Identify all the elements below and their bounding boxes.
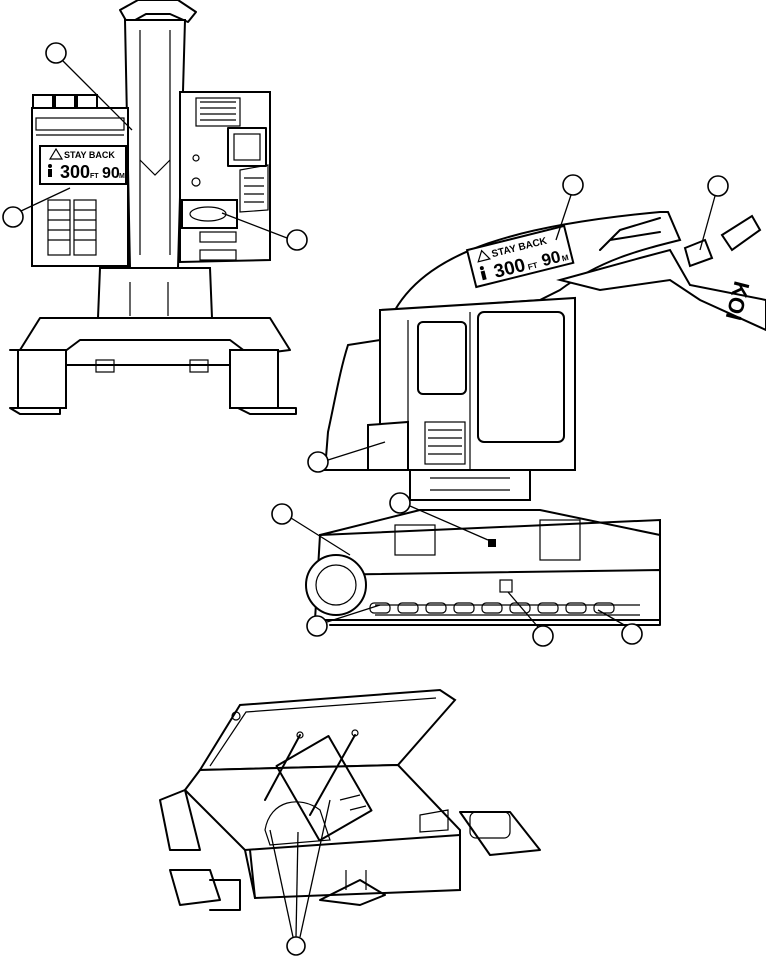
callout-side-boomtip [707, 175, 729, 197]
engine-compartment-view [159, 688, 541, 911]
callout-front-left [2, 206, 24, 228]
callout-side-decal [562, 174, 584, 196]
front-callouts [2, 42, 308, 251]
grille-left [47, 199, 97, 256]
callout-side-under-left [271, 503, 293, 525]
bottom-callouts [269, 799, 331, 956]
side-view-machine [305, 211, 766, 626]
callout-side-track-right [621, 623, 643, 645]
side-decal-unit-m: M [561, 253, 570, 263]
side-decal-unit-ft: FT [527, 261, 539, 272]
callout-side-counterweight [307, 451, 329, 473]
callout-engine [286, 936, 306, 956]
front-decal-distance-m: 90 [102, 165, 120, 182]
callout-side-track-left [306, 615, 328, 637]
front-view-machine [9, 0, 297, 415]
callout-front-right [286, 229, 308, 251]
warning-triangle-icon [477, 249, 492, 263]
side-decal-distance-m: 90 [540, 247, 563, 270]
front-decal-caption: STAY BACK [64, 150, 115, 160]
front-decal-unit-m: M [119, 173, 125, 180]
warning-triangle-icon [48, 147, 64, 160]
callout-side-track-mid [532, 625, 554, 647]
callout-side-center [389, 492, 411, 514]
callout-front-top [45, 42, 67, 64]
front-stay-back-decal: STAY BACK 300 FT 90 M [39, 145, 127, 185]
person-icon [479, 266, 487, 281]
person-icon [48, 164, 52, 177]
side-callouts [271, 174, 729, 647]
front-decal-unit-ft: FT [90, 173, 99, 180]
front-decal-distance-ft: 300 [60, 162, 90, 182]
